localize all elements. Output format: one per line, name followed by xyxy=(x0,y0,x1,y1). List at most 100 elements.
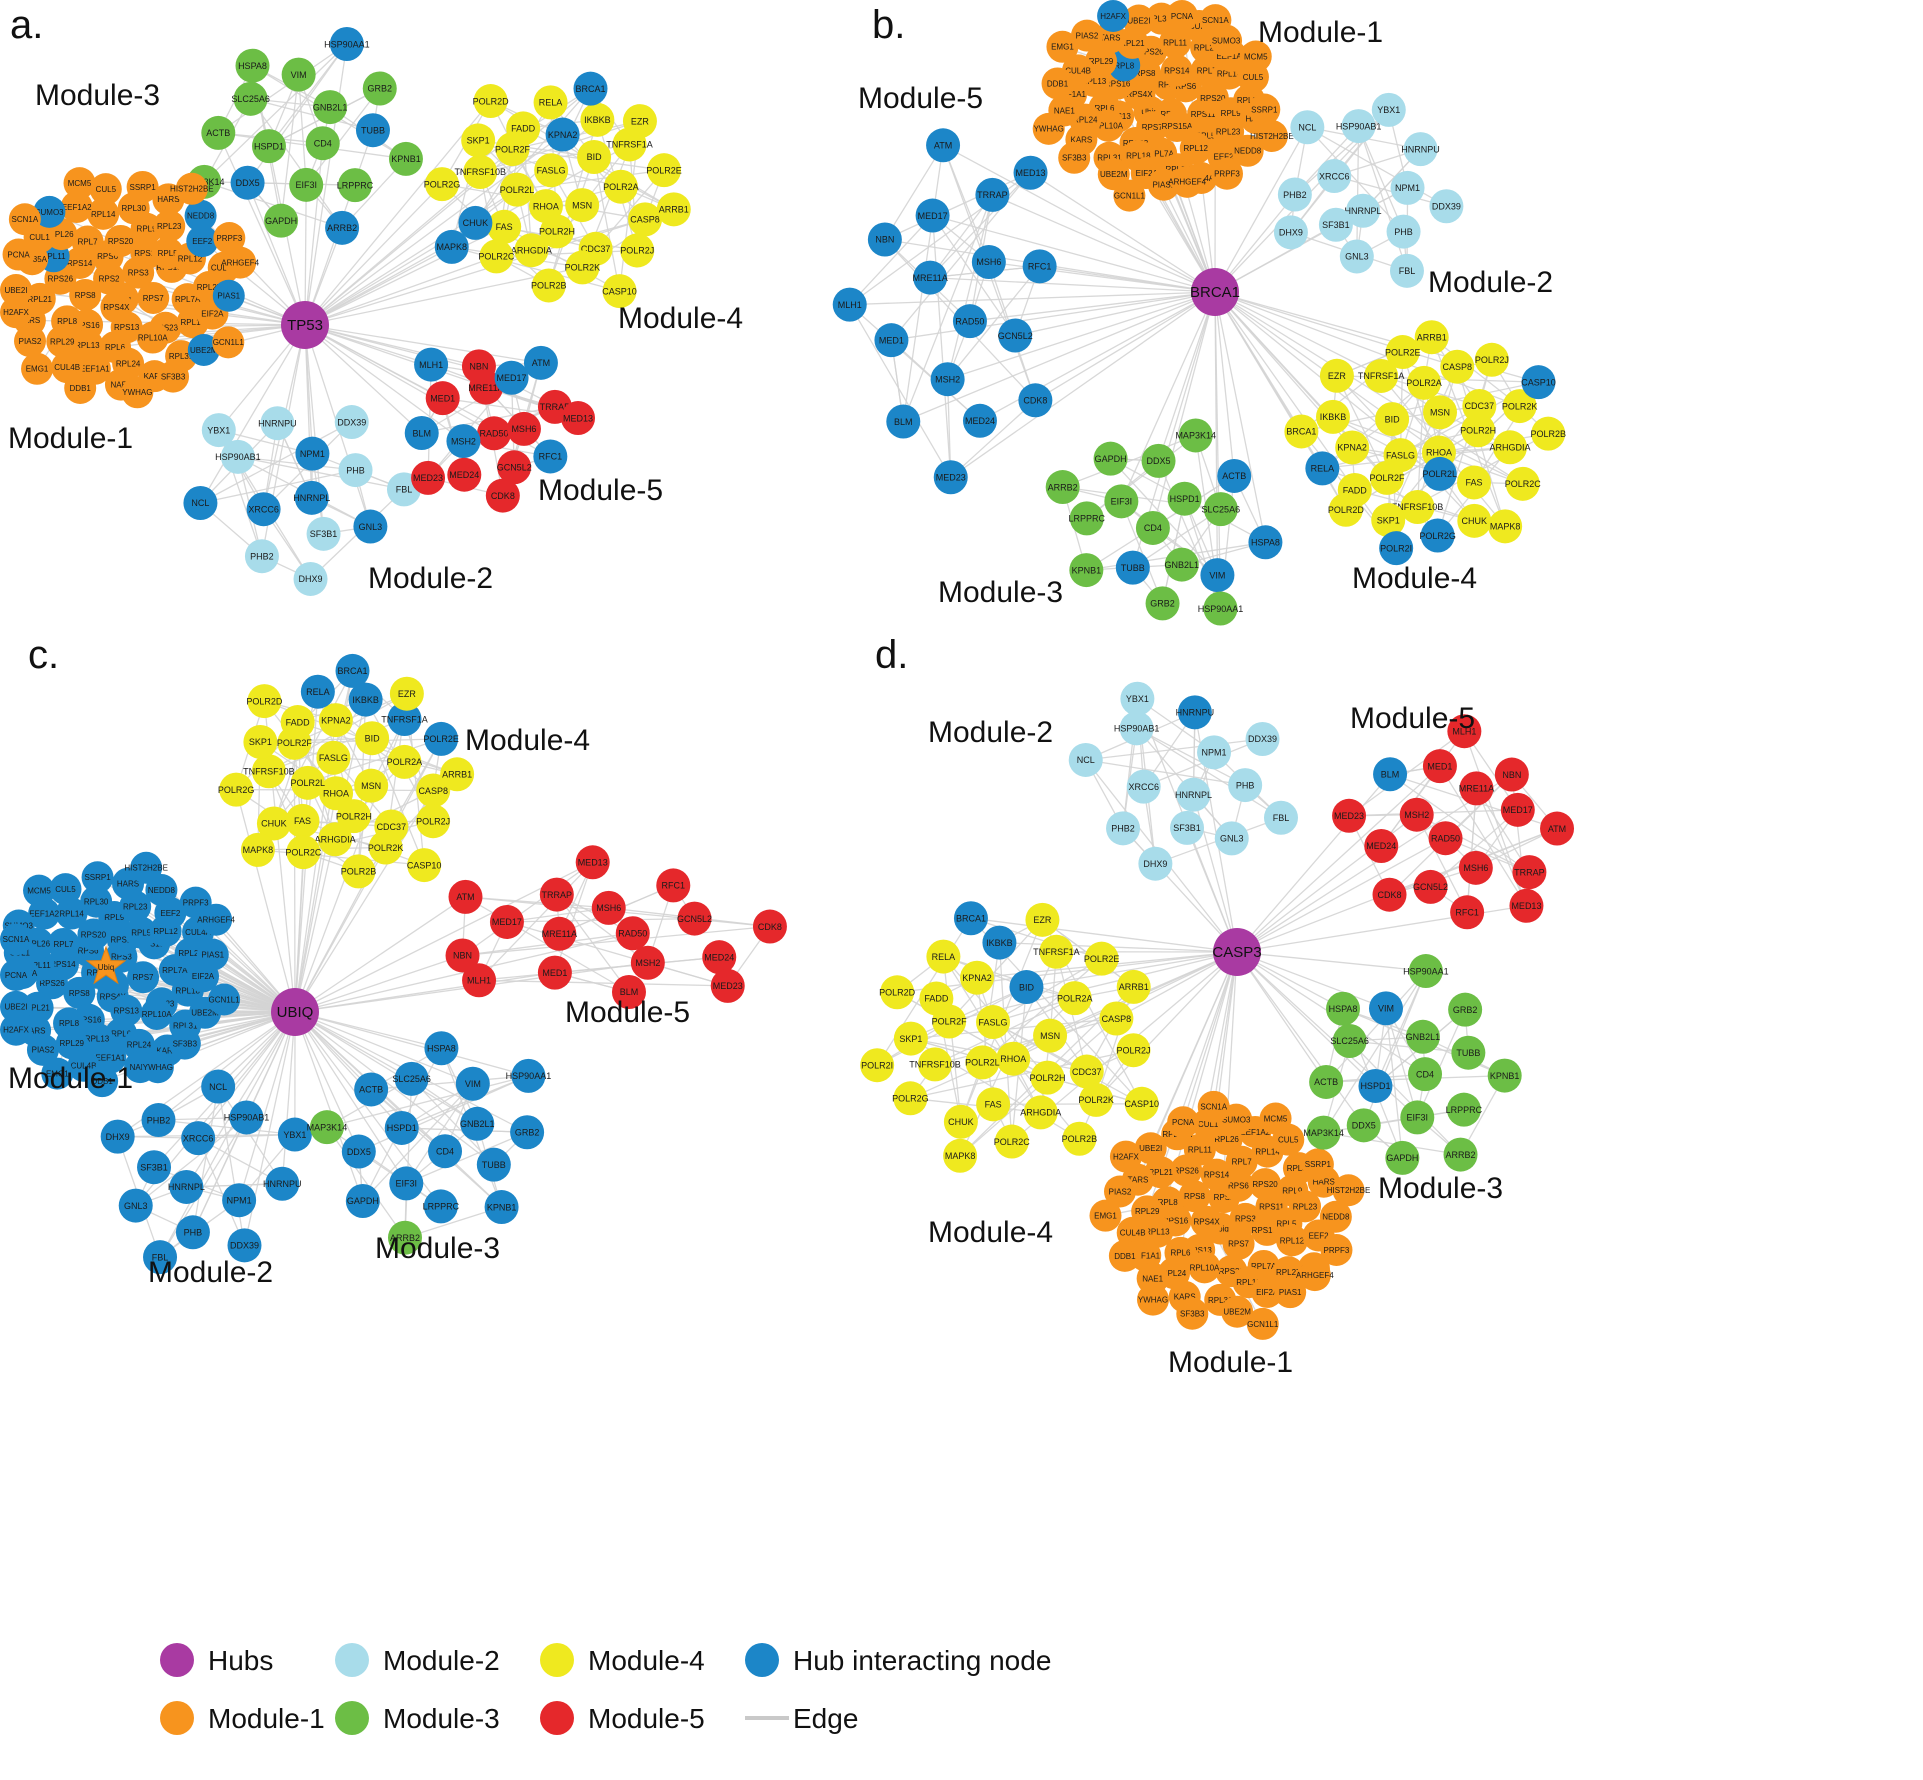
gene-label: CUL4B xyxy=(1120,1229,1146,1238)
module-label: Module-4 xyxy=(1352,562,1477,595)
gene-label: MED24 xyxy=(965,416,995,426)
gene-label: POLR2B xyxy=(531,281,567,291)
gene-label: POLR2G xyxy=(218,785,255,795)
module-label: Module-2 xyxy=(928,716,1053,749)
legend-swatch-module4 xyxy=(540,1643,574,1677)
gene-label: MSH2 xyxy=(935,374,960,384)
module-label: Module-1 xyxy=(8,422,133,455)
gene-label: HNRNPU xyxy=(263,1179,302,1189)
gene-label: POLR2F xyxy=(1369,473,1405,483)
gene-label: YWHAG xyxy=(1138,1296,1168,1305)
gene-label: TNFRSF1A xyxy=(1358,371,1405,381)
gene-label: MCM5 xyxy=(1264,1114,1288,1123)
gene-label: PHB xyxy=(346,465,365,475)
gene-label: MED24 xyxy=(1366,841,1396,851)
gene-label: PRPF3 xyxy=(183,899,209,908)
gene-label: RPL7 xyxy=(78,237,99,246)
gene-label: ARRB1 xyxy=(659,205,689,215)
gene-label: RPL23 xyxy=(1293,1202,1318,1211)
gene-label: SLC25A6 xyxy=(392,1074,431,1084)
gene-label: DDX5 xyxy=(1147,456,1171,466)
gene-label: FASLG xyxy=(979,1017,1008,1027)
gene-label: FBL xyxy=(1399,266,1416,276)
gene-label: ARHGEF4 xyxy=(1296,1271,1334,1280)
gene-label: ARRB1 xyxy=(1417,332,1447,342)
gene-label: BID xyxy=(1019,982,1035,992)
gene-label: CASP8 xyxy=(418,786,448,796)
edge xyxy=(327,1127,441,1206)
gene-label: HSPD1 xyxy=(387,1123,417,1133)
panel-letter: a. xyxy=(10,3,43,47)
gene-label: GAPDH xyxy=(1386,1153,1418,1163)
gene-label: RPS26 xyxy=(39,979,65,988)
gene-label: RPS7 xyxy=(143,294,164,303)
module-label: Module-3 xyxy=(35,79,160,112)
module-label: Module-3 xyxy=(375,1232,500,1265)
gene-label: HSPD1 xyxy=(1170,494,1200,504)
gene-label: POLR2J xyxy=(620,246,654,256)
edge xyxy=(204,182,355,185)
module-label: Module-1 xyxy=(1258,16,1383,49)
gene-label: EEF1A1 xyxy=(80,365,110,374)
gene-label: POLR2L xyxy=(290,778,325,788)
gene-label: RPL10A xyxy=(142,1010,172,1019)
gene-label: XRCC6 xyxy=(1128,782,1159,792)
gene-label: HSP90AB1 xyxy=(224,1113,270,1123)
gene-label: GCN1L1 xyxy=(1114,191,1146,200)
gene-label: RPS3 xyxy=(128,268,149,277)
gene-label: HSPA8 xyxy=(238,61,267,71)
gene-label: RPS8 xyxy=(1184,1192,1205,1201)
gene-label: GNL3 xyxy=(359,522,383,532)
gene-label: POLR2G xyxy=(424,179,461,189)
gene-label: RPL7 xyxy=(53,940,74,949)
gene-label: CASP8 xyxy=(630,215,660,225)
gene-label: MSN xyxy=(1430,408,1450,418)
module-label: Module-1 xyxy=(1168,1346,1293,1379)
gene-label: PCNA xyxy=(1171,12,1194,21)
gene-label: MAP3K14 xyxy=(1303,1128,1344,1138)
gene-label: MSH2 xyxy=(1404,810,1429,820)
gene-label: POLR2L xyxy=(500,185,535,195)
gene-label: CASP10 xyxy=(1521,377,1556,387)
module-label: Module-5 xyxy=(858,82,983,115)
gene-label: MSN xyxy=(572,200,592,210)
gene-label: RELA xyxy=(539,98,563,108)
gene-label: DHX9 xyxy=(1143,859,1167,869)
gene-label: RPS4X xyxy=(1193,1218,1220,1227)
gene-label: MED17 xyxy=(918,211,948,221)
gene-label: ARHGDIA xyxy=(315,835,356,845)
gene-label: POLR2B xyxy=(1062,1134,1098,1144)
legend-swatch-module2 xyxy=(335,1643,369,1677)
gene-label: GCN5L2 xyxy=(1413,882,1448,892)
star-label: Ubiq xyxy=(98,963,114,972)
gene-label: BRCA1 xyxy=(1286,427,1316,437)
gene-label: CUL5 xyxy=(1243,73,1264,82)
gene-label: RPL23 xyxy=(1216,128,1241,137)
gene-label: IKBKB xyxy=(1320,412,1347,422)
gene-label: CDC37 xyxy=(1465,401,1495,411)
gene-label: RPL13 xyxy=(75,341,100,350)
gene-label: HIST2H2BE xyxy=(1327,1186,1371,1195)
gene-label: RELA xyxy=(306,687,330,697)
gene-label: TRRAP xyxy=(977,190,1008,200)
gene-label: POLR2A xyxy=(1057,993,1093,1003)
gene-label: POLR2H xyxy=(539,227,575,237)
gene-label: POLR2J xyxy=(1116,1045,1150,1055)
gene-label: GAPDH xyxy=(347,1196,379,1206)
gene-label: POLR2I xyxy=(1380,543,1412,553)
gene-label: SSRP1 xyxy=(84,873,111,882)
gene-label: RPL8 xyxy=(59,1019,80,1028)
gene-label: DHX9 xyxy=(299,574,323,584)
gene-label: RPS13 xyxy=(114,323,140,332)
gene-label: RPL29 xyxy=(1135,1207,1160,1216)
gene-label: GRB2 xyxy=(1453,1005,1478,1015)
gene-label: RPL24 xyxy=(127,1041,152,1050)
gene-label: EIF3I xyxy=(295,180,317,190)
gene-label: GNL3 xyxy=(1345,252,1369,262)
gene-label: SF3B1 xyxy=(140,1162,168,1172)
gene-label: TNFRSF10B xyxy=(243,767,295,777)
gene-label: POLR2J xyxy=(416,816,450,826)
gene-label: GAPDH xyxy=(1095,454,1127,464)
gene-label: RPL8 xyxy=(57,317,78,326)
